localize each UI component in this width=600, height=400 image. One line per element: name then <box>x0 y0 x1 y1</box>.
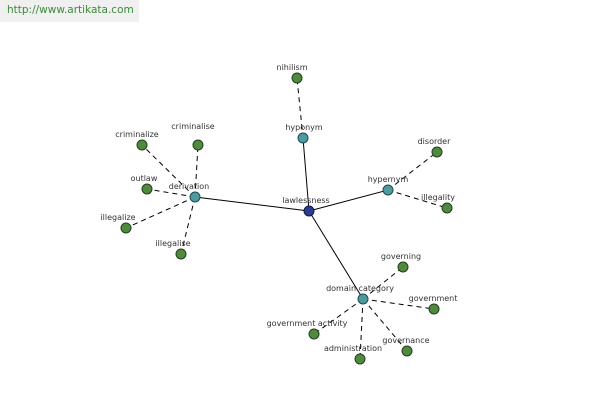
edge-root-hypernym <box>308 189 389 212</box>
label-lawlessness[interactable]: lawlessness <box>282 196 329 205</box>
edge-hypernym-disorder <box>387 151 438 191</box>
node-illegalise[interactable] <box>175 248 187 260</box>
node-outlaw[interactable] <box>141 183 153 195</box>
edge-domain-governing <box>362 266 404 300</box>
label-disorder[interactable]: disorder <box>418 137 452 146</box>
label-government-activity[interactable]: government activity <box>267 319 348 328</box>
node-illegalize[interactable] <box>120 222 132 234</box>
node-government[interactable] <box>428 303 440 315</box>
label-nihilism[interactable]: nihilism <box>277 63 308 72</box>
edge-derivation-outlaw <box>146 188 196 198</box>
label-government[interactable]: government <box>409 294 458 303</box>
edge-domain-government <box>362 298 435 310</box>
labels: lawlessness hyponym hypernym derivation … <box>100 63 457 353</box>
site-url-link[interactable]: http://www.artikata.com <box>7 4 134 16</box>
label-illegalise[interactable]: illegalise <box>155 239 190 248</box>
edge-derivation-criminalize <box>141 144 196 198</box>
label-administration[interactable]: administration <box>324 344 382 353</box>
label-hypernym[interactable]: hypernym <box>368 175 409 184</box>
nodes <box>120 72 453 365</box>
label-derivation[interactable]: derivation <box>169 182 209 191</box>
node-nihilism[interactable] <box>291 72 303 84</box>
edge-hyponym-nihilism <box>296 77 304 139</box>
edge-root-derivation <box>194 196 310 212</box>
edge-root-domain-category <box>308 210 364 300</box>
node-disorder[interactable] <box>431 146 443 158</box>
node-derivation[interactable] <box>189 191 201 203</box>
edge-derivation-illegalise <box>180 196 196 255</box>
label-outlaw[interactable]: outlaw <box>131 174 158 183</box>
node-hypernym[interactable] <box>382 184 394 196</box>
label-hyponym[interactable]: hyponym <box>285 123 323 132</box>
edge-hypernym-illegality <box>387 189 448 209</box>
label-criminalize[interactable]: criminalize <box>115 130 159 139</box>
edges <box>125 77 448 360</box>
label-governance[interactable]: governance <box>382 336 429 345</box>
edge-domain-governance <box>362 298 408 352</box>
label-illegality[interactable]: illegality <box>421 193 455 202</box>
node-hyponym[interactable] <box>297 132 309 144</box>
node-domain-category[interactable] <box>357 293 369 305</box>
label-criminalise[interactable]: criminalise <box>171 122 215 131</box>
edge-domain-government-activity <box>313 298 364 335</box>
node-criminalise[interactable] <box>192 139 204 151</box>
edge-derivation-illegalize <box>125 196 196 229</box>
node-governance[interactable] <box>401 345 413 357</box>
node-lawlessness[interactable] <box>303 205 315 217</box>
node-governing[interactable] <box>397 261 409 273</box>
node-criminalize[interactable] <box>136 139 148 151</box>
node-illegality[interactable] <box>441 202 453 214</box>
label-domain-category[interactable]: domain category <box>326 284 394 293</box>
edge-domain-administration <box>359 298 364 360</box>
label-governing[interactable]: governing <box>381 252 421 261</box>
node-government-activity[interactable] <box>308 328 320 340</box>
url-banner: http://www.artikata.com <box>0 0 139 22</box>
edge-root-hyponym <box>302 137 310 212</box>
node-administration[interactable] <box>354 353 366 365</box>
label-illegalize[interactable]: illegalize <box>100 213 135 222</box>
